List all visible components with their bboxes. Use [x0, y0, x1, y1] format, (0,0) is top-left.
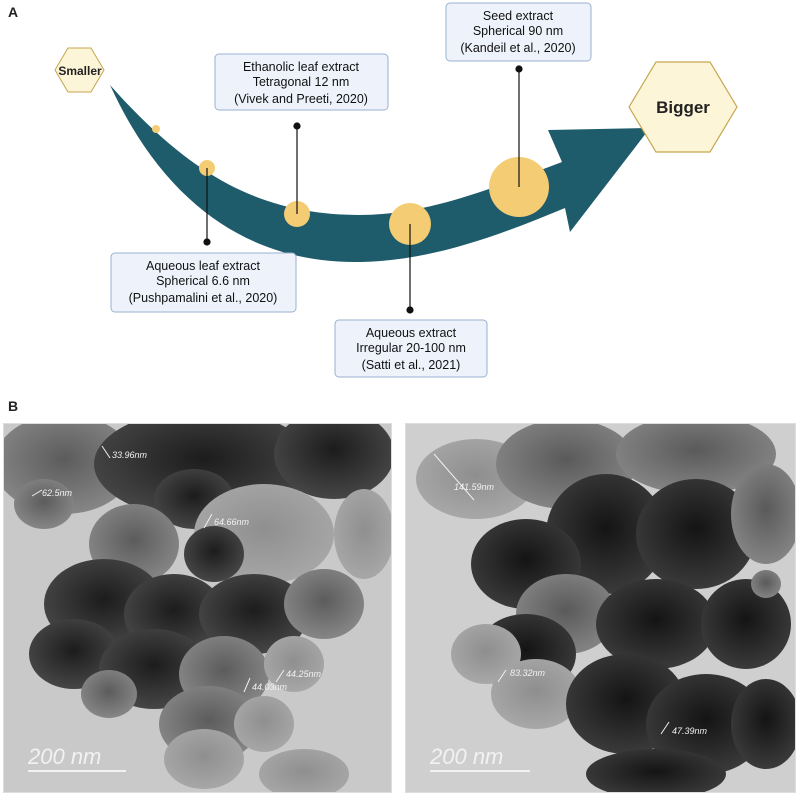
growth-arrow — [110, 85, 650, 262]
measurement-label: 141.59nm — [454, 482, 495, 492]
measurement-label: 47.39nm — [672, 726, 708, 736]
measurement-label: 33.96nm — [112, 450, 148, 460]
measurement-label: 62.5nm — [42, 488, 73, 498]
callout-ethanolic-leaf: Ethanolic leaf extract Tetragonal 12 nm … — [214, 53, 389, 111]
smaller-hexagon — [54, 47, 105, 93]
svg-text:Ethanolic leaf extract: Ethanolic leaf extract — [243, 60, 360, 74]
bigger-label: Bigger — [656, 98, 710, 117]
smaller-label: Smaller — [58, 64, 102, 78]
svg-text:Irregular 20-100 nm: Irregular 20-100 nm — [356, 341, 466, 355]
svg-text:Aqueous extract: Aqueous extract — [366, 326, 457, 340]
bigger-hexagon — [628, 61, 738, 153]
svg-text:(Pushpamalini et al., 2020): (Pushpamalini et al., 2020) — [129, 291, 278, 305]
svg-text:(Satti et al., 2021): (Satti et al., 2021) — [362, 358, 461, 372]
scale-bar-label: 200 nm — [429, 744, 503, 769]
scale-bar-label: 200 nm — [27, 744, 101, 769]
nanoparticle-cluster — [4, 424, 391, 792]
svg-text:Spherical 90 nm: Spherical 90 nm — [473, 24, 563, 38]
callout-aqueous-leaf: Aqueous leaf extract Spherical 6.6 nm (P… — [110, 252, 297, 313]
measurement-label: 44.03nm — [252, 682, 288, 692]
svg-text:Seed extract: Seed extract — [483, 9, 554, 23]
measurement-label: 83.32nm — [510, 668, 546, 678]
size-diagram: Smaller Bigger Aqueous leaf extract Sphe… — [54, 2, 738, 378]
tem-image-right: 141.59nm 83.32nm 47.39nm 200 nm — [405, 423, 796, 793]
panel-b-letter: B — [8, 398, 19, 414]
measurement-label: 64.66nm — [214, 517, 250, 527]
callout-seed-extract: Seed extract Spherical 90 nm (Kandeil et… — [445, 2, 592, 62]
nanoparticle-cluster — [416, 424, 795, 792]
particle-tiny — [152, 125, 160, 133]
svg-text:(Vivek and Preeti, 2020): (Vivek and Preeti, 2020) — [234, 92, 368, 106]
panel-a-letter: A — [8, 4, 19, 20]
measurement-label: 44.25nm — [286, 669, 322, 679]
tem-image-left: 33.96nm 64.66nm 44.03nm 44.25nm 62.5nm 2… — [3, 423, 392, 793]
svg-text:Tetragonal 12 nm: Tetragonal 12 nm — [253, 75, 350, 89]
svg-text:Spherical 6.6 nm: Spherical 6.6 nm — [156, 274, 250, 288]
svg-text:(Kandeil et al., 2020): (Kandeil et al., 2020) — [460, 41, 575, 55]
callout-aqueous-extract: Aqueous extract Irregular 20-100 nm (Sat… — [334, 319, 488, 378]
svg-text:Aqueous leaf extract: Aqueous leaf extract — [146, 259, 260, 273]
